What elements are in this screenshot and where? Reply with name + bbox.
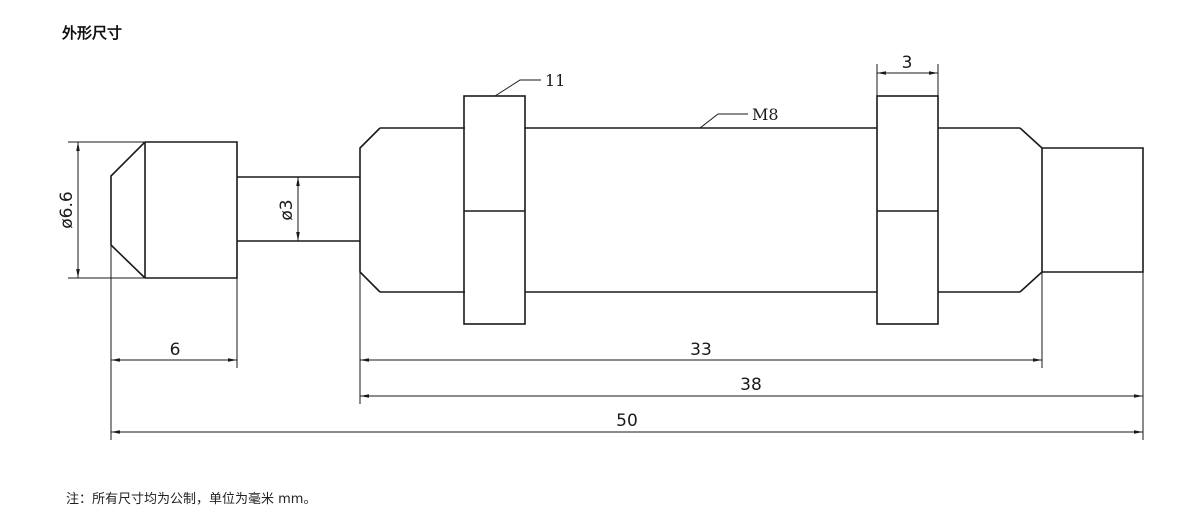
nut-size-label: 11 — [545, 71, 565, 90]
rod-diameter-label: ø3 — [277, 199, 297, 220]
head-length-label: 6 — [170, 340, 181, 360]
units-note: 注：所有尺寸均为公制，单位为毫米 mm。 — [66, 492, 317, 507]
body-length-label: 38 — [740, 375, 762, 395]
dim-thread-length: 33 — [360, 340, 1042, 362]
plunger-head — [110, 141, 238, 279]
extension-lines — [110, 245, 1144, 440]
dim-rod-diameter: ø3 — [277, 177, 300, 241]
threaded-body — [359, 127, 1043, 293]
total-length-label: 50 — [616, 411, 638, 431]
dim-head-diameter: ø6.6 — [57, 141, 145, 279]
dim-body-length: 38 — [360, 375, 1143, 398]
section-title: 外形尺寸 — [62, 24, 123, 42]
leader-nut-size: 11 — [494, 71, 565, 97]
dim-nut-width: 3 — [876, 53, 939, 96]
thread-length-label: 33 — [690, 340, 712, 360]
nut-width-label: 3 — [902, 53, 913, 73]
leader-thread: M8 — [699, 105, 779, 129]
lock-nut-right — [876, 95, 939, 325]
dim-total-length: 50 — [111, 411, 1143, 434]
dim-head-length: 6 — [111, 340, 237, 362]
thread-label: M8 — [752, 105, 779, 124]
lock-nut-left — [463, 95, 526, 325]
rear-cylinder — [1042, 147, 1144, 273]
head-diameter-label: ø6.6 — [57, 191, 77, 228]
